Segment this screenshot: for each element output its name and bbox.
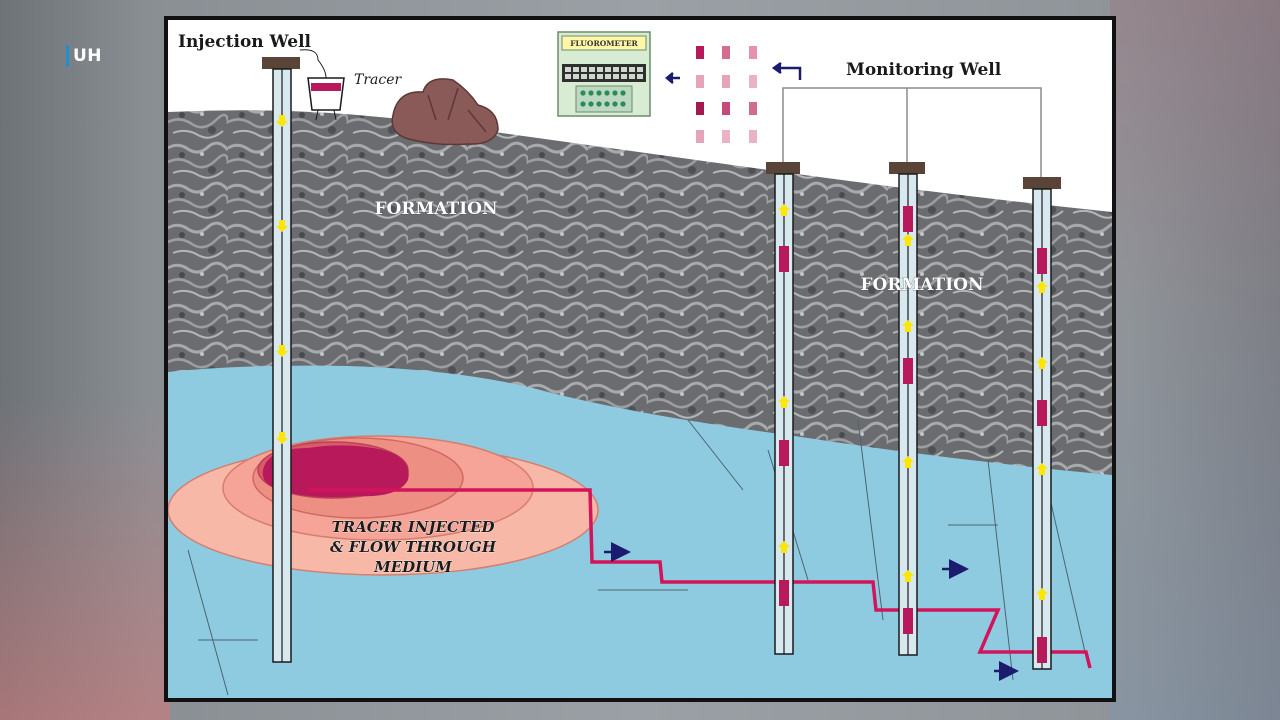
formation-label-left: FORMATION (374, 199, 497, 219)
monitoring-well-label: Monitoring Well (846, 60, 1002, 80)
down-arrow-icon (276, 115, 288, 444)
monitoring-well-cap (766, 162, 800, 174)
flow-direction-arrows (604, 542, 1019, 681)
injection-well (262, 57, 300, 663)
up-arrow-icon (1036, 281, 1048, 600)
background-warm-right (1110, 0, 1280, 720)
logo-accent-bar (66, 45, 69, 67)
boulder-icon (391, 78, 499, 146)
fluorometer-icon (557, 31, 651, 117)
tracer-label: Tracer (354, 72, 403, 88)
plume-caption: TRACER INJECTED & FLOW THROUGH MEDIUM (330, 518, 497, 577)
up-arrow-icon (902, 234, 914, 582)
background-warm-left (0, 0, 170, 720)
fluorometer-label: FLUOROMETER (570, 39, 638, 48)
tracer-bucket-icon (299, 49, 345, 121)
monitoring-well-2 (889, 162, 925, 656)
left-arrow-icon (665, 72, 680, 84)
monitoring-well-cap (889, 162, 925, 174)
plume-caption-line-3: MEDIUM (373, 558, 452, 576)
sampling-manifold (782, 87, 1042, 178)
tracer-flow-path (308, 488, 1092, 669)
injection-well-cap (262, 57, 300, 69)
plume-caption-line-2: & FLOW THROUGH (330, 538, 497, 556)
monitoring-well-cap (1023, 177, 1061, 189)
logo-text: UH (73, 46, 103, 66)
monitoring-well-1 (766, 162, 800, 655)
monitoring-well-3 (1023, 177, 1061, 670)
tracer-test-diagram: TRACER INJECTED & FLOW THROUGH MEDIUM Tr… (168, 20, 1112, 698)
up-arrow-icon (778, 204, 790, 553)
formation-label-right: FORMATION (860, 275, 983, 295)
injection-well-label: Injection Well (178, 32, 312, 52)
return-arrow-icon (771, 61, 802, 80)
plume-caption-line-1: TRACER INJECTED (331, 518, 494, 536)
sample-vials-icon (696, 46, 757, 143)
formation-layer (168, 110, 1112, 475)
channel-logo: UH (66, 44, 102, 68)
